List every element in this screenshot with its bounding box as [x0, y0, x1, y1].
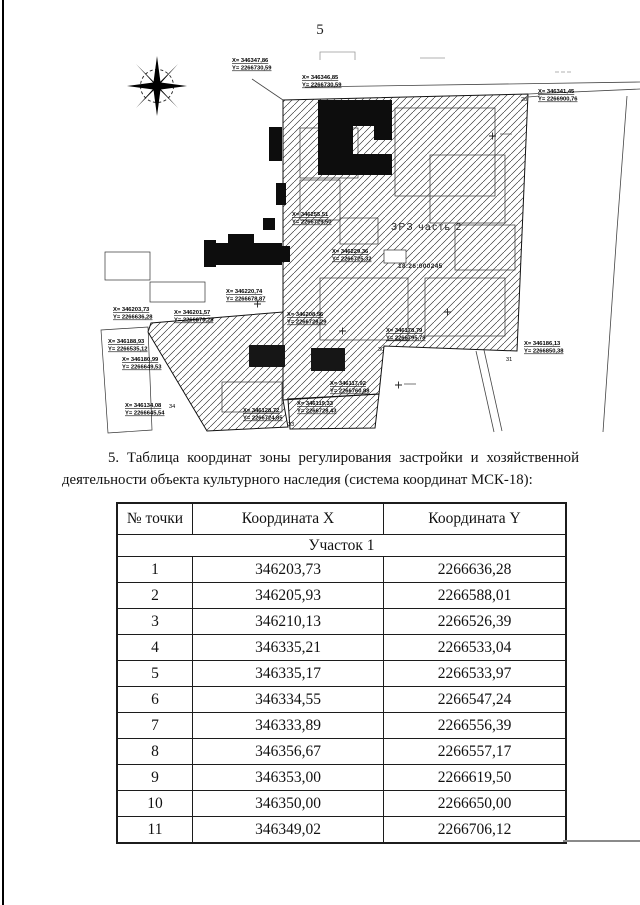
map-point-number: 33: [288, 422, 294, 428]
table-cell: 2266619,50: [383, 764, 566, 791]
boundary-lines: [251, 51, 640, 433]
table-cell: 8: [117, 738, 193, 765]
table-cell: 2266650,00: [383, 790, 566, 817]
table-cell: 346333,89: [192, 712, 384, 739]
table-cell: 2266533,97: [383, 660, 566, 687]
map-point-number: 34: [169, 404, 175, 410]
col-header-coordinate-x: Координата X: [192, 503, 384, 535]
table-cell: 2266588,01: [383, 582, 566, 609]
table-cell: 5: [117, 660, 193, 687]
table-cell: 346334,55: [192, 686, 384, 713]
table-cell: 6: [117, 686, 193, 713]
table-cell: 346210,13: [192, 608, 384, 635]
table-cell: 1: [117, 556, 193, 583]
table-cell: 2266533,04: [383, 634, 566, 661]
table-cell: 3: [117, 608, 193, 635]
parcel-outlines: [100, 107, 516, 434]
table-cell: 9: [117, 764, 193, 791]
site-plan-svg: ЗРЗ часть 2 18:26:000245 X= 346347,86Y= …: [100, 51, 640, 434]
table-cell: 346350,00: [192, 790, 384, 817]
col-header-point-number: № точки: [117, 503, 193, 535]
map-point-number: 30: [378, 347, 384, 353]
table-cell: 346353,00: [192, 764, 384, 791]
compass-rose-icon: [127, 56, 187, 116]
section-title: Участок 1: [117, 534, 566, 557]
scan-edge-line: [2, 0, 4, 905]
map-point-number: 28: [521, 97, 527, 103]
table-cell: 346203,73: [192, 556, 384, 583]
table-section-row: Участок 1: [117, 534, 566, 557]
coordinates-table: № точки Координата X Координата Y Участо…: [116, 502, 567, 844]
table-caption: 5. Таблица координат зоны регулирования …: [62, 450, 579, 488]
table-cell: 11: [117, 816, 193, 843]
zone-label: ЗРЗ часть 2: [391, 222, 463, 233]
table-cell: 346356,67: [192, 738, 384, 765]
table-cell: 346349,02: [192, 816, 384, 843]
building-footprints: [204, 100, 392, 371]
table-cell: 2266526,39: [383, 608, 566, 635]
table-cell: 346335,21: [192, 634, 384, 661]
table-cell: 2266556,39: [383, 712, 566, 739]
point-numbers: 28 30 31 33 34: [169, 97, 527, 428]
table-cell: 10: [117, 790, 193, 817]
table-cell: 346335,17: [192, 660, 384, 687]
table-cell: 346205,93: [192, 582, 384, 609]
table-cell: 4: [117, 634, 193, 661]
table-cell: 2266636,28: [383, 556, 566, 583]
table-cell: 2: [117, 582, 193, 609]
table-cell: 2266557,17: [383, 738, 566, 765]
page-number: 5: [316, 22, 324, 38]
scan-artifact-line: [563, 840, 640, 842]
table-cell: 2266706,12: [383, 816, 566, 843]
cadastral-number: 18:26:000245: [398, 263, 443, 270]
table-header-row: № точки Координата X Координата Y: [117, 503, 566, 535]
map-point-number: 31: [506, 357, 512, 363]
table-cell: 2266547,24: [383, 686, 566, 713]
survey-cross-marks: [254, 132, 496, 389]
building-main: [318, 100, 392, 175]
building-church: [212, 243, 282, 265]
col-header-coordinate-y: Координата Y: [383, 503, 566, 535]
table-cell: 7: [117, 712, 193, 739]
